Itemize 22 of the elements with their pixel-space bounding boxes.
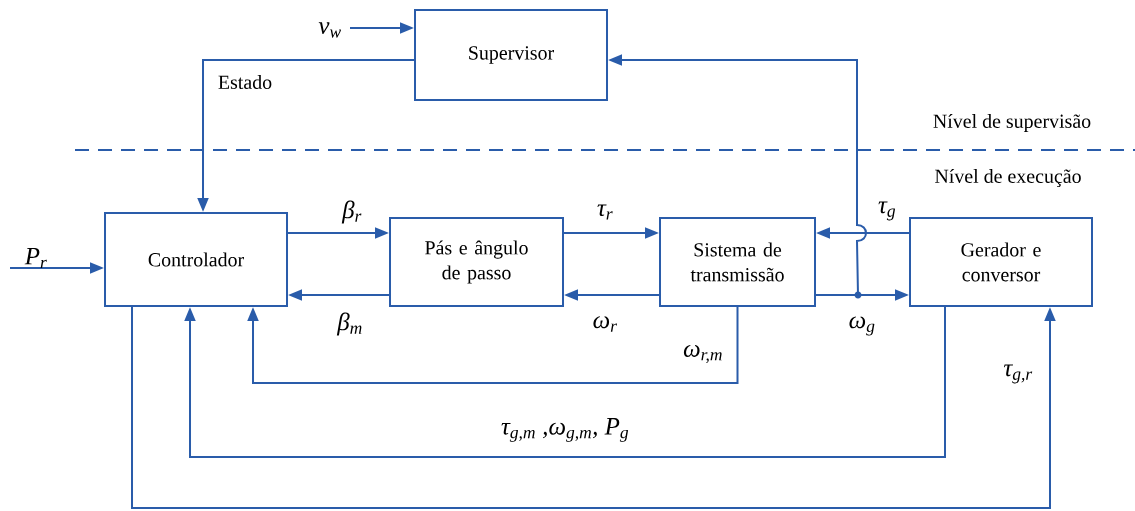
edge-label: v$_{w}$ — [318, 22, 341, 38]
level-label: Nível de execução — [935, 168, 1081, 188]
edge-label: ω$_{r}$ — [593, 316, 617, 332]
edge-label: τ$_{g}$ — [878, 201, 896, 221]
level-label: Nível de supervisão — [933, 113, 1091, 133]
edge-label: τ$_{r}$ — [597, 204, 613, 220]
process-box: Pás e ângulo de passo — [389, 217, 564, 307]
edge-label: P$_{r}$ — [24, 248, 47, 268]
arrow — [247, 306, 739, 384]
process-box: Sistema de transmissão — [659, 217, 816, 307]
arrow — [131, 306, 1056, 509]
edge-label: Estado — [218, 75, 272, 89]
arrow — [184, 306, 946, 458]
edge-label: τ$_{g,m}$ ,ω$_{g,m}$, P$_{g}$ — [501, 418, 629, 442]
process-box: Gerador e conversor — [909, 217, 1093, 307]
edge-label: ω$_{g}$ — [849, 316, 875, 336]
edge-label: ω$_{r,m}$ — [683, 344, 722, 364]
process-box: Controlador — [104, 212, 288, 307]
edge-label: β$_{r}$ — [341, 200, 362, 224]
edge-label: β$_{m}$ — [336, 312, 362, 336]
edge-label: τ$_{g,r}$ — [1003, 364, 1033, 384]
process-box: Supervisor — [414, 9, 608, 101]
